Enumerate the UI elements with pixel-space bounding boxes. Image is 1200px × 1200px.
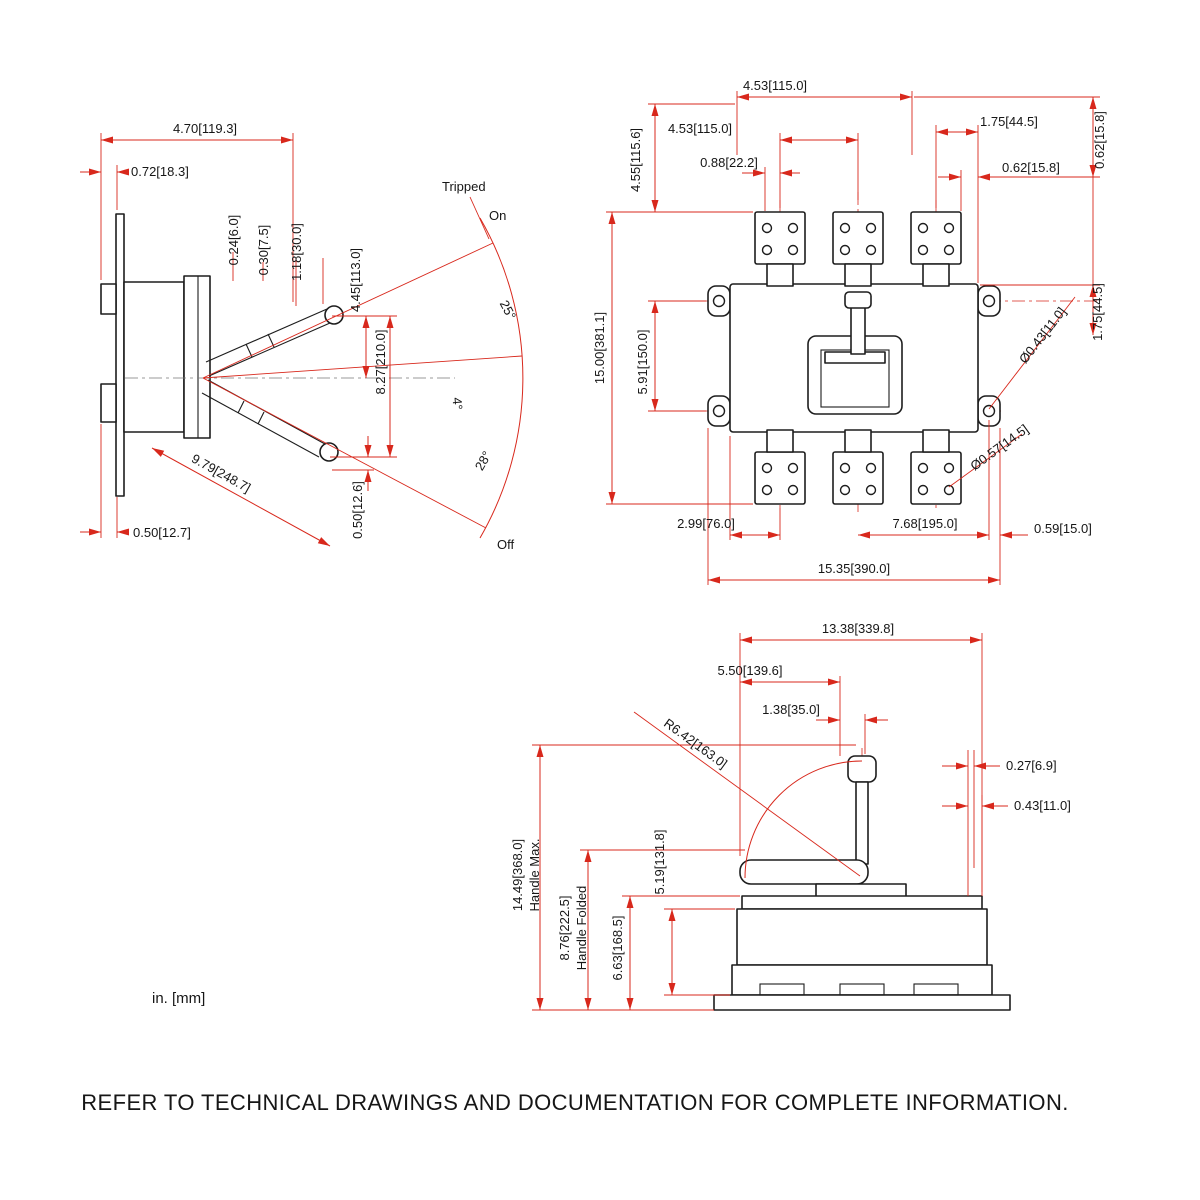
bottom-dim-138: 1.38[35.0]: [762, 702, 820, 717]
front-view-part: [700, 192, 1098, 512]
front-view-dimensions: [606, 91, 1100, 585]
side-dim-030: 0.30[7.5]: [256, 225, 271, 276]
bottom-view-part: [713, 748, 1011, 1011]
bottom-dim-043: 0.43[11.0]: [1014, 798, 1071, 813]
side-dim-024: 0.24[6.0]: [226, 215, 241, 266]
side-dim-827: 8.27[210.0]: [373, 329, 388, 394]
bottom-dim-663: 6.63[168.5]: [610, 915, 625, 980]
front-dim-768: 7.68[195.0]: [892, 516, 957, 531]
side-dim-445: 4.45[113.0]: [348, 248, 363, 312]
bottom-dim-876: 8.76[222.5]: [557, 895, 572, 960]
front-dim-299: 2.99[76.0]: [677, 516, 735, 531]
units-note: in. [mm]: [152, 990, 205, 1007]
front-dim-pitch-left: 4.53[115.0]: [668, 121, 732, 136]
bottom-dim-027: 0.27[6.9]: [1006, 758, 1057, 773]
side-angle-off: 28°: [472, 448, 495, 473]
side-dim-handle: 9.79[248.7]: [189, 451, 253, 496]
front-view: 4.53[115.0] 4.53[115.0] 1.75[44.5] 0.88[…: [592, 78, 1107, 585]
front-dim-hole-small: Ø0.43[11.0]: [1016, 304, 1069, 366]
front-dim-591: 5.91[150.0]: [635, 329, 650, 394]
front-dim-175-right: 1.75[44.5]: [1090, 283, 1105, 341]
side-dim-width-top: 4.70[119.3]: [173, 121, 237, 136]
front-dim-height: 15.00[381.1]: [592, 312, 607, 384]
side-dim-050b: 0.50[12.7]: [133, 525, 191, 540]
front-dim-062-top: 0.62[15.8]: [1002, 160, 1060, 175]
side-view: 4.70[119.3] 0.72[18.3] 0.24[6.0] 0.30[7.…: [80, 121, 524, 552]
side-label-off: Off: [497, 537, 514, 552]
front-dim-width: 15.35[390.0]: [818, 561, 890, 576]
front-dim-088: 0.88[22.2]: [700, 155, 758, 170]
bottom-dim-550: 5.50[139.6]: [717, 663, 782, 678]
front-dim-175-top: 1.75[44.5]: [980, 114, 1038, 129]
bottom-dim-1449: 14.49[368.0]: [510, 839, 525, 911]
bottom-dim-1449-label: Handle Max.: [527, 839, 542, 912]
bottom-view-dimensions: [532, 633, 1008, 1011]
bottom-side-view: 13.38[339.8] 5.50[139.6] 1.38[35.0] R6.4…: [510, 621, 1071, 1011]
bottom-dim-519: 5.19[131.8]: [652, 829, 667, 894]
bottom-dim-1338: 13.38[339.8]: [822, 621, 894, 636]
bottom-dim-radius: R6.42[163.0]: [661, 715, 730, 771]
bottom-dim-876-label: Handle Folded: [574, 886, 589, 971]
side-angle-on: 4°: [449, 397, 465, 411]
side-view-dimensions: [80, 133, 524, 547]
side-label-on: On: [489, 208, 506, 223]
side-dim-118: 1.18[30.0]: [289, 223, 304, 281]
front-dim-455: 4.55[115.6]: [628, 128, 643, 192]
footer-disclaimer: REFER TO TECHNICAL DRAWINGS AND DOCUMENT…: [81, 1090, 1069, 1115]
side-dim-offset: 0.72[18.3]: [131, 164, 189, 179]
side-view-part: [100, 213, 344, 497]
front-dim-059: 0.59[15.0]: [1034, 521, 1092, 536]
side-label-tripped: Tripped: [442, 179, 486, 194]
side-angle-tripped: 25°: [497, 298, 519, 322]
front-dim-062-right: 0.62[15.8]: [1092, 111, 1107, 169]
side-dim-050a: 0.50[12.6]: [350, 481, 365, 539]
front-dim-pitch-top: 4.53[115.0]: [743, 78, 807, 93]
